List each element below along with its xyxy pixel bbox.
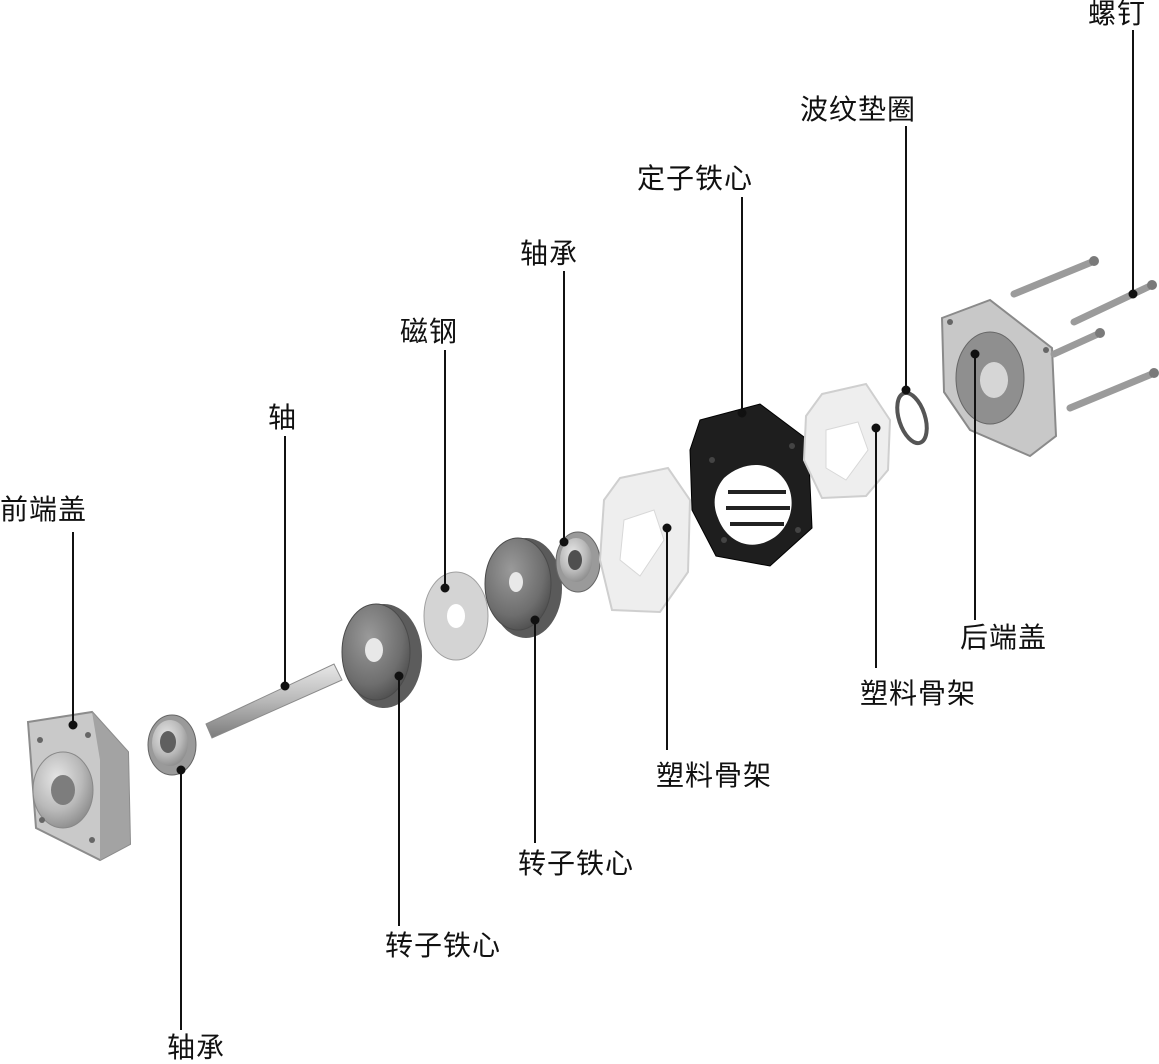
plastic-bobbin-2-part — [802, 382, 892, 500]
label-rotor-core-1: 转子铁心 — [385, 929, 502, 962]
label-rear-end-cover: 后端盖 — [960, 621, 1048, 654]
wave-washer-part — [895, 390, 929, 446]
shaft-part — [205, 663, 343, 739]
stator-core-part — [689, 403, 813, 567]
label-wave-washer: 波纹垫圈 — [800, 93, 917, 126]
leader-lines — [68, 30, 1138, 1030]
screws-part — [1010, 256, 1159, 412]
rotor-core-2-part — [484, 537, 562, 638]
rear-bearing-part — [555, 531, 601, 593]
front-bearing-part — [147, 714, 197, 776]
label-rear-bearing: 轴承 — [520, 237, 579, 270]
rotor-core-1-part — [341, 603, 422, 708]
front-end-cover-part — [26, 710, 132, 862]
label-rotor-core-2: 转子铁心 — [518, 847, 635, 880]
label-plastic-bobbin-1: 塑料骨架 — [656, 759, 773, 792]
label-screw: 螺钉 — [1088, 0, 1147, 30]
label-stator-core: 定子铁心 — [637, 162, 754, 195]
label-shaft: 轴 — [268, 401, 298, 434]
label-magnet: 磁钢 — [400, 315, 459, 348]
label-plastic-bobbin-2: 塑料骨架 — [860, 677, 977, 710]
magnet-part — [423, 571, 489, 661]
label-front-bearing: 轴承 — [167, 1031, 226, 1064]
plastic-bobbin-1-part — [598, 466, 692, 614]
rear-end-cover-part — [940, 298, 1058, 458]
label-front-end-cover: 前端盖 — [0, 493, 88, 526]
